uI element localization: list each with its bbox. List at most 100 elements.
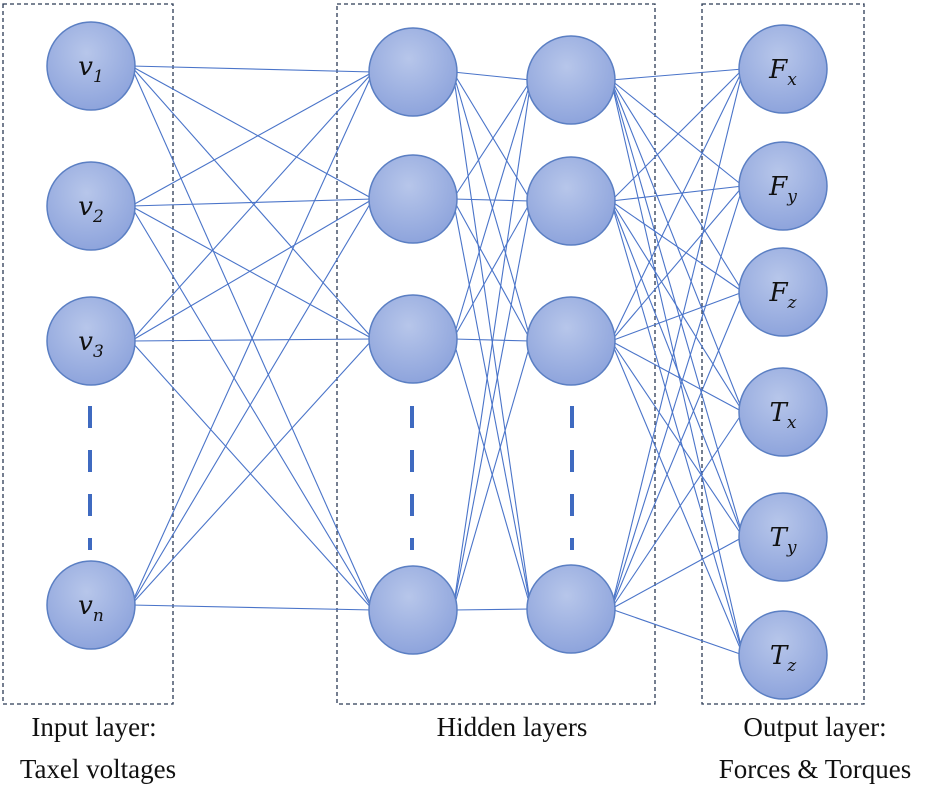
hidden1-hidden2-edge	[452, 198, 532, 202]
hidden1-node-circle	[368, 565, 458, 655]
input-hidden1-edge	[130, 604, 374, 611]
hidden2-output-edge	[610, 608, 744, 656]
output-node-circle	[738, 492, 828, 582]
input-hidden1-edge	[130, 198, 374, 342]
input-node-circle	[46, 560, 136, 650]
hidden2-output-edge	[610, 200, 744, 293]
hidden2-output-edge	[610, 79, 744, 187]
output-node-label: Tx	[770, 398, 797, 433]
hidden2-output-edge	[610, 291, 744, 610]
input-hidden1-edge	[130, 65, 374, 200]
hidden2-output-edge	[610, 185, 744, 610]
hidden1-node-circle	[368, 294, 458, 384]
hidden2-output-edge	[610, 68, 744, 342]
output-node: Fz	[738, 247, 828, 337]
hidden2-node	[526, 564, 616, 654]
hidden1-node-circle	[368, 154, 458, 244]
output-node-circle	[738, 247, 828, 337]
input-hidden1-edge	[130, 205, 374, 340]
hidden1-hidden2-edge	[452, 71, 532, 202]
output-node-label: Fz	[768, 278, 797, 313]
hidden1-hidden2-edge	[452, 71, 532, 81]
hidden1-hidden2-edge	[452, 200, 532, 611]
input-node-label: v1	[78, 52, 104, 87]
input-node: vn	[46, 560, 136, 650]
hidden1-node-circle	[368, 27, 458, 117]
output-node-circle	[738, 367, 828, 457]
input-node: v3	[46, 296, 136, 386]
input-caption-line1: Input layer:	[31, 712, 156, 742]
hidden1-hidden2-edge	[452, 338, 532, 342]
hidden2-node	[526, 156, 616, 246]
output-caption-line2: Forces & Torques	[719, 754, 912, 784]
output-node: Fy	[738, 141, 828, 231]
hidden2-output-edge	[610, 68, 744, 81]
input-node-label: v3	[78, 327, 104, 362]
hidden2-node-circle	[526, 35, 616, 125]
input-hidden1-edge	[130, 65, 374, 73]
input-hidden1-edge	[130, 71, 374, 606]
input-node-label: vn	[78, 591, 104, 626]
input-hidden1-edge	[130, 338, 374, 342]
hidden-caption: Hidden layers	[437, 712, 588, 742]
output-node: Tz	[738, 610, 828, 700]
output-caption-line1: Output layer:	[743, 712, 886, 742]
input-hidden1-edge	[130, 198, 374, 207]
hidden1-hidden2-edge	[452, 200, 532, 340]
hidden2-output-edge	[610, 411, 744, 610]
hidden2-node	[526, 296, 616, 386]
hidden2-output-edge	[610, 79, 744, 293]
hidden2-output-edge	[610, 79, 744, 538]
hidden1-node	[368, 154, 458, 244]
hidden1-node	[368, 565, 458, 655]
output-node: Ty	[738, 492, 828, 582]
input-layer-frame	[2, 3, 174, 705]
input-hidden1-edge	[130, 71, 374, 207]
input-node-circle	[46, 296, 136, 386]
output-node-label: Tz	[770, 641, 797, 676]
hidden2-output-edge	[610, 340, 744, 413]
hidden2-output-edge	[610, 536, 744, 610]
output-node-circle	[738, 610, 828, 700]
output-node-label: Fx	[768, 55, 797, 90]
hidden2-node-circle	[526, 156, 616, 246]
hidden2-node	[526, 35, 616, 125]
hidden1-node	[368, 27, 458, 117]
input-caption-line2: Taxel voltages	[20, 754, 176, 784]
output-node: Tx	[738, 367, 828, 457]
hidden2-output-edge	[610, 200, 744, 538]
input-hidden1-edge	[130, 71, 374, 342]
input-node-circle	[46, 161, 136, 251]
input-node: v2	[46, 161, 136, 251]
output-node-circle	[738, 24, 828, 114]
hidden1-hidden2-edge	[452, 79, 532, 200]
output-node-label: Ty	[770, 523, 797, 558]
hidden2-output-edge	[610, 200, 744, 656]
output-node-label: Fy	[768, 172, 797, 207]
hidden2-node-circle	[526, 564, 616, 654]
hidden1-hidden2-edge	[452, 79, 532, 340]
output-node: Fx	[738, 24, 828, 114]
output-node-circle	[738, 141, 828, 231]
hidden1-node	[368, 294, 458, 384]
hidden1-hidden2-edge	[452, 79, 532, 611]
output-layer-frame	[701, 3, 865, 705]
hidden1-hidden2-edge	[452, 340, 532, 611]
input-hidden1-edge	[130, 205, 374, 611]
hidden2-node-circle	[526, 296, 616, 386]
hidden2-output-edge	[610, 340, 744, 656]
input-hidden1-edge	[130, 340, 374, 611]
hidden2-output-edge	[610, 68, 744, 202]
hidden2-output-edge	[610, 68, 744, 610]
input-node-circle	[46, 21, 136, 111]
input-node: v1	[46, 21, 136, 111]
input-node-label: v2	[78, 192, 104, 227]
hidden2-output-edge	[610, 185, 744, 342]
hidden1-hidden2-edge	[452, 71, 532, 342]
input-hidden1-edge	[130, 198, 374, 606]
hidden2-output-edge	[610, 200, 744, 413]
hidden2-output-edge	[610, 185, 744, 202]
hidden2-output-edge	[610, 340, 744, 538]
